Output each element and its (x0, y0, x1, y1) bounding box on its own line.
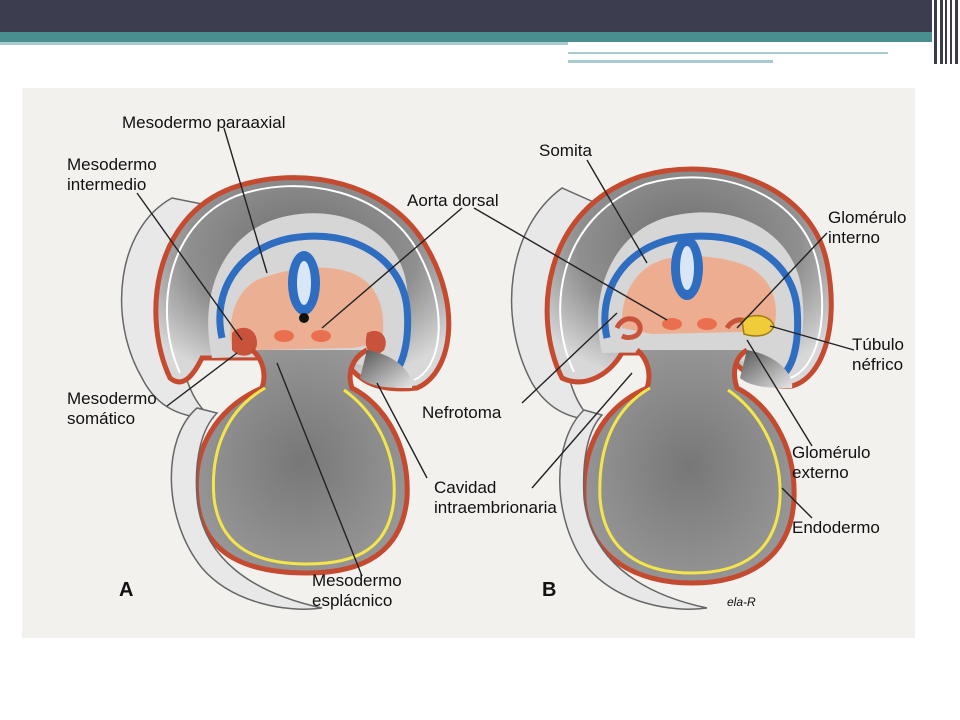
header-dark-bar (0, 0, 932, 32)
header-teal-bar (0, 32, 932, 42)
label-glomerulo-externo-1: Glomérulo (792, 443, 870, 462)
slide-header (0, 0, 960, 63)
leader-lines (136, 127, 855, 577)
label-glomerulo-interno-1: Glomérulo (828, 208, 906, 227)
header-stripes (932, 0, 960, 64)
label-endodermo: Endodermo (792, 518, 880, 537)
header-thin-line (0, 42, 568, 45)
embryo-figure: Mesodermo paraaxial Mesodermo intermedio… (22, 88, 915, 638)
embryo-diagram: Mesodermo paraaxial Mesodermo intermedio… (22, 88, 915, 638)
panel-b-embryo (510, 166, 834, 610)
label-mesodermo-intermedio-1: Mesodermo (67, 155, 157, 174)
panel-a-embryo (120, 175, 452, 610)
label-glomerulo-interno-2: interno (828, 228, 880, 247)
panel-a-letter: A (119, 579, 133, 601)
label-mesodermo-somatico-2: somático (67, 409, 135, 428)
header-thin-line-3 (568, 60, 773, 63)
label-cavidad-1: Cavidad (434, 478, 496, 497)
label-mesodermo-somatico-1: Mesodermo (67, 389, 157, 408)
label-mesodermo-paraaxial: Mesodermo paraaxial (122, 113, 285, 132)
label-aorta-dorsal: Aorta dorsal (407, 191, 499, 210)
header-thin-line-2 (568, 52, 888, 54)
label-cavidad-2: intraembrionaria (434, 498, 557, 517)
label-nefrotoma: Nefrotoma (422, 403, 502, 422)
panel-b-letter: B (542, 579, 556, 601)
artist-signature: ela-R (727, 595, 756, 609)
label-mesodermo-esplacnico-1: Mesodermo (312, 571, 402, 590)
label-mesodermo-esplacnico-2: esplácnico (312, 591, 392, 610)
label-mesodermo-intermedio-2: intermedio (67, 175, 146, 194)
label-tubulo-nefrico-1: Túbulo (852, 335, 904, 354)
label-glomerulo-externo-2: externo (792, 463, 849, 482)
label-somita: Somita (539, 141, 592, 160)
label-tubulo-nefrico-2: néfrico (852, 355, 903, 374)
